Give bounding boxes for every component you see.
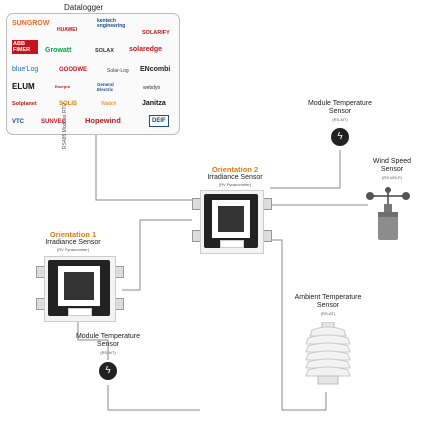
wire-module-temp-bottom bbox=[107, 385, 200, 411]
brand-logo: HUAWEI bbox=[57, 27, 77, 33]
wire-orientation2-to-ambient bbox=[262, 239, 327, 411]
brand-logo: DEIF bbox=[149, 115, 169, 127]
brand-logo: GOODWE bbox=[59, 67, 87, 73]
orientation1-model: (RV Pyranometer) bbox=[56, 247, 90, 252]
irradiance-sensor-2 bbox=[192, 190, 272, 254]
brand-logo: Solplanet bbox=[12, 101, 37, 107]
brand-logo: ABB FIMER bbox=[12, 40, 38, 54]
cable-label-container: RS485 Modbus RTU bbox=[62, 103, 92, 177]
brand-logo: ENcombi bbox=[140, 66, 171, 73]
module-temp-top-sub: Sensor bbox=[328, 108, 352, 115]
datalogger-title: Datalogger bbox=[64, 3, 104, 12]
module-temp-bottom-label: Module Temperature Sensor (RS-MT) bbox=[62, 333, 154, 357]
wire-orientation2-to-module-temp-top bbox=[270, 150, 341, 189]
brand-logo: kentech engineering bbox=[97, 18, 126, 29]
module-temp-bottom-model: (RS-MT) bbox=[100, 350, 116, 355]
orientation2-label: Orientation 2 Irradiance Sensor (RV Pyra… bbox=[190, 165, 280, 187]
brand-logo: SUNGROW bbox=[12, 20, 50, 27]
ambient-temp-label: Ambient Temperature Sensor (RS-AT) bbox=[282, 294, 374, 318]
brand-logo: SUNVEC bbox=[41, 119, 67, 125]
wind-speed-label: Wind Speed Sensor (RS-WS-P) bbox=[362, 158, 422, 182]
brand-logo: Wattch bbox=[101, 101, 117, 107]
module-temp-bottom-sub: Sensor bbox=[96, 341, 120, 348]
orientation1-label: Orientation 1 Irradiance Sensor (RV Pyra… bbox=[28, 230, 118, 252]
ambient-temp-model: (RS-AT) bbox=[320, 311, 336, 316]
thermometer-icon: ϟ bbox=[99, 362, 117, 380]
brand-logo: blue'Log bbox=[12, 66, 39, 73]
module-temp-bottom-name: Module Temperature bbox=[75, 333, 141, 340]
wind-speed-name: Wind Speed bbox=[372, 158, 412, 165]
wire-datalogger-to-orientation2 bbox=[95, 133, 192, 201]
brand-logo: Hopewind bbox=[85, 116, 121, 125]
wind-speed-model: (RS-WS-P) bbox=[382, 175, 402, 180]
radiation-shield-icon bbox=[305, 322, 351, 385]
datalogger-panel: SUNGROW HUAWEI kentech engineering SOLAR… bbox=[6, 13, 180, 135]
brand-logo: SOLARIFY bbox=[142, 30, 170, 36]
orientation2-device: Irradiance Sensor bbox=[207, 174, 263, 181]
brand-logo: ELUM bbox=[12, 82, 35, 91]
brand-logo: VTC bbox=[12, 119, 24, 125]
thermometer-icon: ϟ bbox=[331, 128, 349, 146]
brand-logo: webdyn bbox=[143, 85, 161, 91]
cable-label: RS485 Modbus RTU bbox=[62, 102, 68, 149]
brand-logo: Solar-Log bbox=[107, 68, 129, 74]
wind-speed-sub: Sensor bbox=[380, 166, 404, 173]
orientation2-title: Orientation 2 bbox=[211, 165, 259, 174]
brand-logo: Janitza bbox=[142, 100, 166, 107]
ambient-temp-sub: Sensor bbox=[316, 302, 340, 309]
module-temp-top-model: (RS-MT) bbox=[332, 117, 348, 122]
orientation1-title: Orientation 1 bbox=[49, 230, 97, 239]
wire-orientation1-to-module-temp bbox=[77, 318, 109, 360]
brand-logo: solaredge bbox=[129, 46, 163, 53]
wire-orientation2-to-orientation1 bbox=[122, 219, 192, 291]
module-temp-top-label: Module Temperature Sensor (RS-MT) bbox=[295, 100, 385, 124]
orientation2-model: (RV Pyranometer) bbox=[218, 182, 252, 187]
brand-logo: Enerpro bbox=[55, 84, 71, 89]
brand-logo: Growatt bbox=[45, 47, 72, 54]
anemometer-icon bbox=[366, 187, 410, 240]
brand-logo: SOLIS bbox=[59, 101, 78, 107]
brand-logo: General Electric bbox=[97, 82, 114, 92]
brand-logo: SOLAX bbox=[95, 48, 114, 54]
ambient-temp-name: Ambient Temperature bbox=[294, 294, 362, 301]
module-temp-top-name: Module Temperature bbox=[307, 100, 373, 107]
orientation1-device: Irradiance Sensor bbox=[45, 239, 101, 246]
irradiance-sensor-1 bbox=[36, 256, 124, 322]
